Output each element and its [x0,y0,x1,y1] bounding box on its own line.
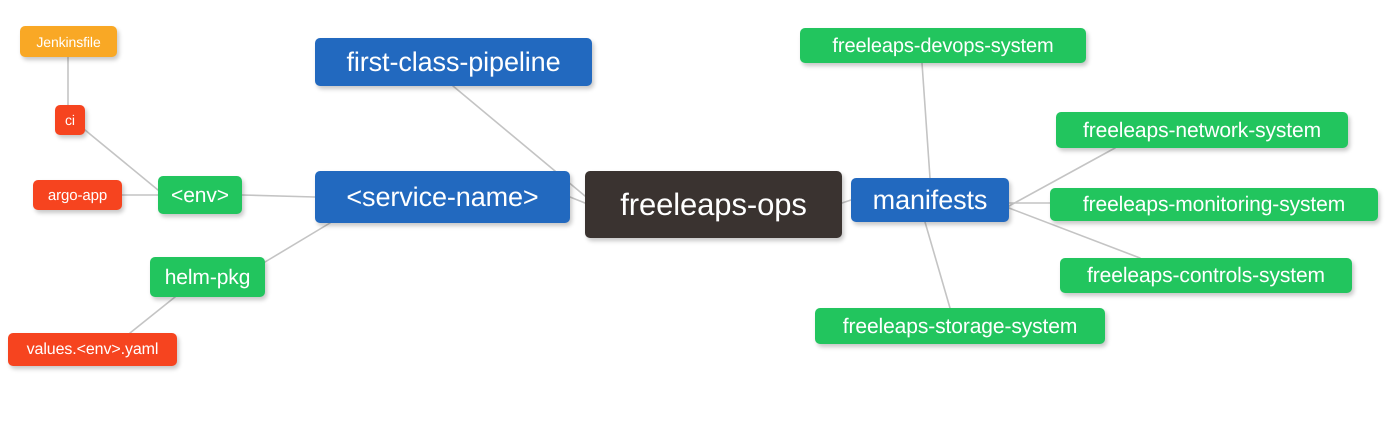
edge-manifests-to-freeleaps-storage-system [924,221,951,309]
node-label: values.<env>.yaml [26,340,159,358]
node-label: first-class-pipeline [346,46,561,77]
node-service-name[interactable]: <service-name> [315,171,570,223]
node-label: <service-name> [346,181,539,212]
node-freeleaps-controls-system[interactable]: freeleaps-controls-system [1060,258,1352,293]
node-label: freeleaps-devops-system [832,34,1054,57]
node-freeleaps-network-system[interactable]: freeleaps-network-system [1056,112,1348,148]
node-label: manifests [872,184,988,215]
node-label: ci [65,112,75,128]
edge-service-name-to-helm-pkg [264,222,331,263]
edge-freeleaps-ops-to-manifests [841,199,852,204]
node-env[interactable]: <env> [158,176,242,214]
node-label: freeleaps-controls-system [1087,264,1325,287]
node-label: Jenkinsfile [36,33,101,50]
edge-helm-pkg-to-values-env-yaml [129,296,176,334]
node-freeleaps-ops[interactable]: freeleaps-ops [585,171,842,238]
node-argo-app[interactable]: argo-app [33,180,122,210]
node-label: freeleaps-ops [620,187,807,222]
node-helm-pkg[interactable]: helm-pkg [150,257,265,297]
edge-service-name-to-env [241,194,316,198]
node-label: freeleaps-network-system [1082,118,1321,142]
node-label: <env> [171,183,229,207]
node-ci[interactable]: ci [55,105,85,135]
edge-manifests-to-freeleaps-devops-system [921,62,931,179]
node-manifests[interactable]: manifests [851,178,1009,222]
node-first-class-pipeline[interactable]: first-class-pipeline [315,38,592,86]
node-freeleaps-storage-system[interactable]: freeleaps-storage-system [815,308,1105,344]
node-freeleaps-devops-system[interactable]: freeleaps-devops-system [800,28,1086,63]
node-label: helm-pkg [164,265,251,289]
node-values-env-yaml[interactable]: values.<env>.yaml [8,333,177,366]
node-label: freeleaps-monitoring-system [1082,193,1346,216]
edge-freeleaps-ops-to-service-name [569,196,586,204]
node-jenkinsfile[interactable]: Jenkinsfile [20,26,117,57]
node-freeleaps-monitoring-system[interactable]: freeleaps-monitoring-system [1050,188,1378,221]
node-label: freeleaps-storage-system [842,314,1078,338]
node-label: argo-app [47,186,108,204]
